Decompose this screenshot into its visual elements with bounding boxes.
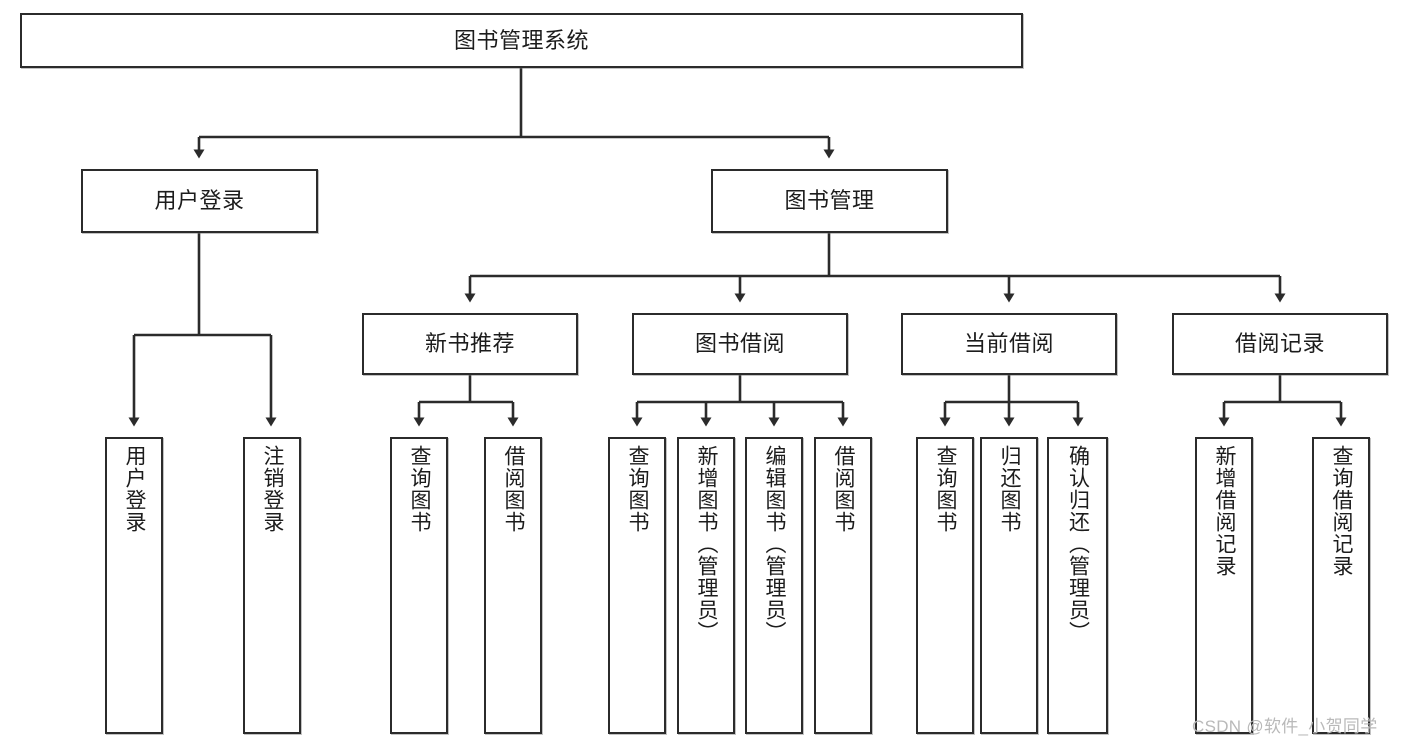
node-label: 当前借阅 [963,331,1054,357]
watermark: CSDN @软件_小贺同学 [1192,717,1378,736]
node-current-borrow[interactable]: 当前借阅 [901,313,1117,375]
leaf-query-borrow-record[interactable]: 查询借阅记录 [1312,437,1370,734]
leaf-borrow-book-recommend[interactable]: 借阅图书 [484,437,542,734]
node-label: 借阅记录 [1234,331,1325,357]
node-label: 查询图书 [408,445,432,533]
leaf-borrow-book[interactable]: 借阅图书 [814,437,872,734]
node-label: 图书借阅 [694,331,785,357]
node-label: 确认归还（管理员） [1066,445,1090,643]
node-label: 查询借阅记录 [1330,445,1354,577]
node-book-management[interactable]: 图书管理 [711,169,948,233]
leaf-return-book[interactable]: 归还图书 [980,437,1038,734]
node-label: 借阅图书 [502,445,526,533]
node-label: 归还图书 [998,445,1022,533]
node-label: 新书推荐 [424,331,515,357]
node-label: 查询图书 [934,445,958,533]
node-label: 图书管理 [784,188,875,214]
node-label: 新增借阅记录 [1213,445,1237,577]
leaf-confirm-return-admin[interactable]: 确认归还（管理员） [1047,437,1108,734]
node-label: 用户登录 [123,445,147,533]
leaf-query-book-recommend[interactable]: 查询图书 [390,437,448,734]
node-root-system[interactable]: 图书管理系统 [20,13,1023,68]
node-user-login[interactable]: 用户登录 [81,169,318,233]
leaf-user-login[interactable]: 用户登录 [105,437,163,734]
node-new-book-recommend[interactable]: 新书推荐 [362,313,578,375]
leaf-add-borrow-record[interactable]: 新增借阅记录 [1195,437,1253,734]
node-label: 注销登录 [261,445,285,533]
leaf-query-book-current[interactable]: 查询图书 [916,437,974,734]
leaf-add-book-admin[interactable]: 新增图书（管理员） [677,437,735,734]
node-label: 查询图书 [626,445,650,533]
node-label: 用户登录 [154,188,245,214]
node-borrow-record[interactable]: 借阅记录 [1172,313,1388,375]
leaf-edit-book-admin[interactable]: 编辑图书（管理员） [745,437,803,734]
leaf-query-book[interactable]: 查询图书 [608,437,666,734]
node-label: 新增图书（管理员） [695,445,719,643]
node-label: 图书管理系统 [453,27,589,53]
node-label: 编辑图书（管理员） [763,445,787,643]
node-book-borrow[interactable]: 图书借阅 [632,313,848,375]
leaf-user-logout[interactable]: 注销登录 [243,437,301,734]
node-label: 借阅图书 [832,445,856,533]
